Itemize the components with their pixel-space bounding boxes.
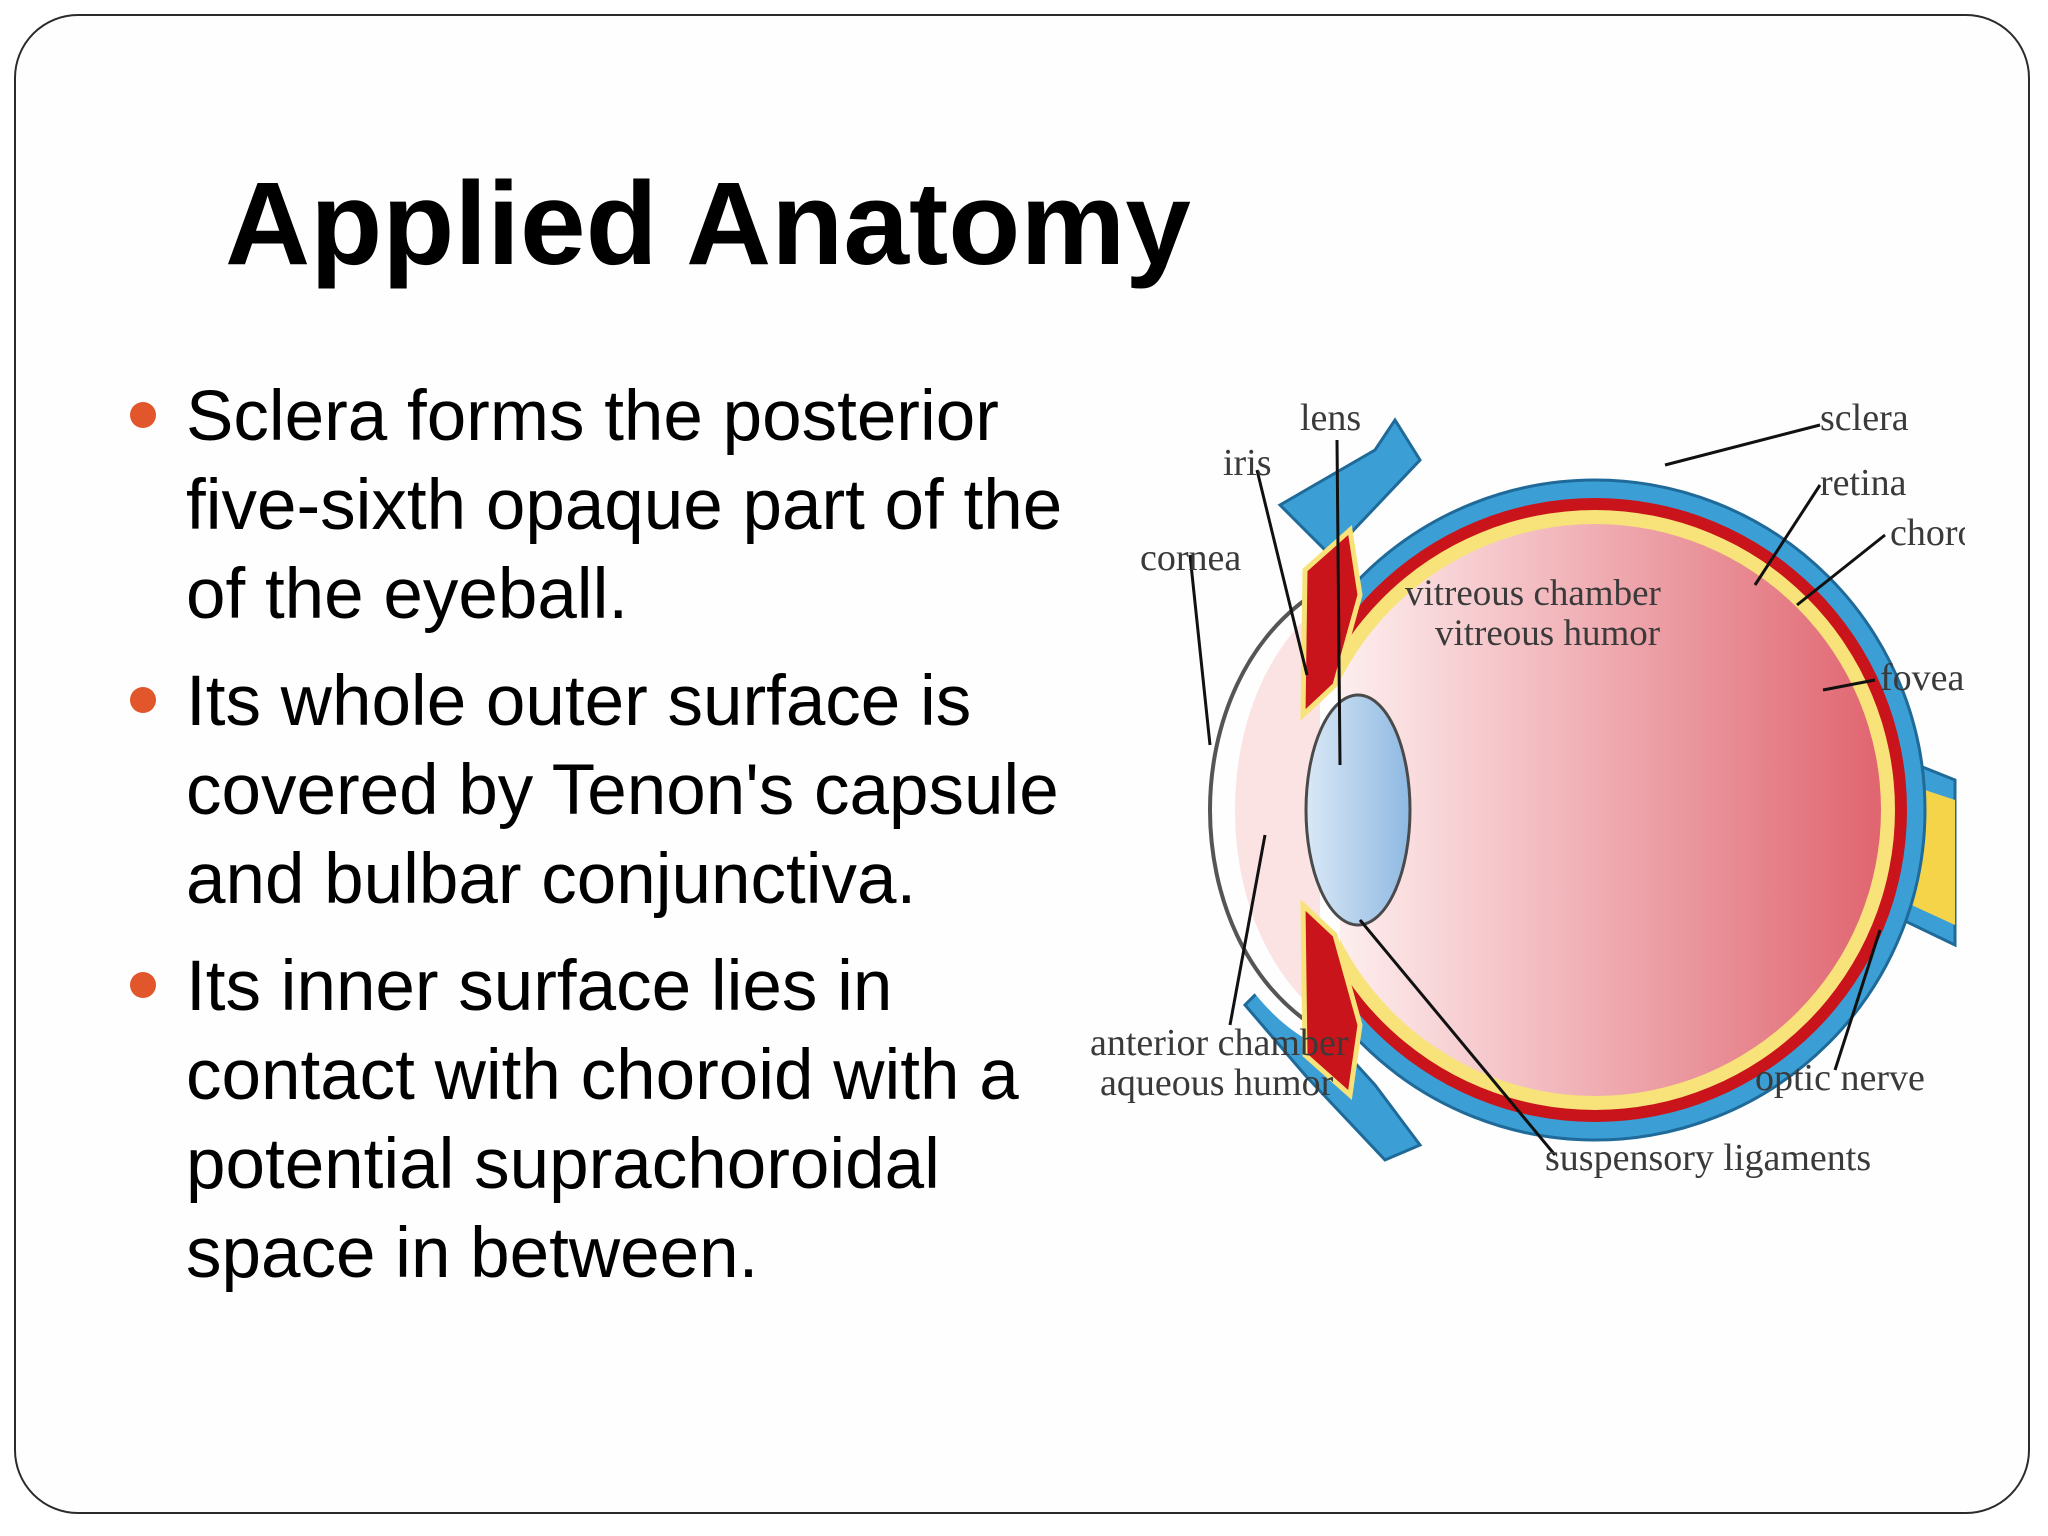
- bullet-icon: [130, 687, 156, 713]
- bullet-text: Its whole outer surface is covered by Te…: [186, 662, 1059, 919]
- iris-lower: [1300, 899, 1363, 1100]
- upper-muscle: [1277, 417, 1422, 558]
- label-choroid: choroid: [1890, 512, 1965, 554]
- bullet-list: Sclera forms the posterior five-sixth op…: [130, 372, 1090, 1316]
- anterior-chamber: [1235, 605, 1320, 1015]
- label-retina: retina: [1820, 462, 1907, 504]
- bullet-text: Its inner surface lies in contact with c…: [186, 947, 1019, 1293]
- label-suspensory-ligaments: suspensory ligaments: [1545, 1137, 1871, 1179]
- cornea-shape: [1207, 588, 1322, 1032]
- slide-title: Applied Anatomy: [225, 158, 1191, 290]
- bullet-icon: [130, 972, 156, 998]
- iris-upper: [1300, 525, 1363, 721]
- label-vitreous-chamber: vitreous chamber: [1405, 573, 1661, 614]
- bullet-icon: [130, 402, 156, 428]
- bullet-item: Its whole outer surface is covered by Te…: [130, 657, 1090, 924]
- label-optic-nerve: optic nerve: [1755, 1057, 1925, 1099]
- bullet-item: Its inner surface lies in contact with c…: [130, 942, 1090, 1298]
- lens-shape: [1304, 693, 1412, 927]
- label-anterior-chamber: anterior chamber: [1090, 1022, 1349, 1064]
- label-aqueous-humor: aqueous humor: [1100, 1062, 1334, 1104]
- label-lens: lens: [1300, 397, 1361, 439]
- label-cornea: cornea: [1140, 537, 1241, 579]
- label-iris: iris: [1223, 442, 1272, 484]
- label-vitreous-humor: vitreous humor: [1435, 613, 1660, 654]
- bullet-text: Sclera forms the posterior five-sixth op…: [186, 377, 1063, 634]
- eye-anatomy-diagram: lens iris cornea sclera retina choroid v…: [1075, 355, 1965, 1215]
- vitreous-chamber: [1309, 524, 1881, 1096]
- bullet-item: Sclera forms the posterior five-sixth op…: [130, 372, 1090, 639]
- label-sclera: sclera: [1820, 397, 1909, 439]
- label-fovea: fovea: [1880, 657, 1965, 699]
